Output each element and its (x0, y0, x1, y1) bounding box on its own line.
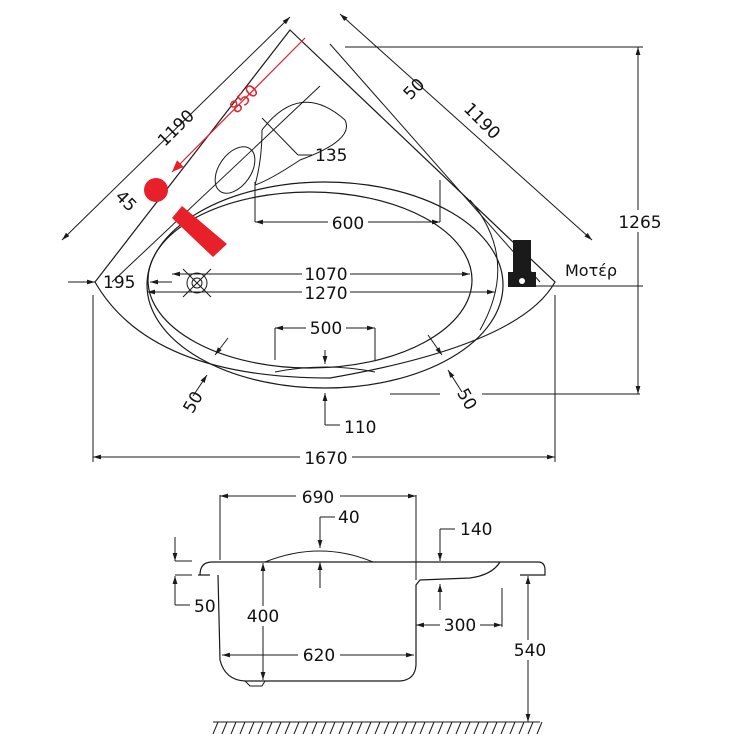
dim-seat-width: 500 (310, 319, 342, 339)
hatch-stroke (455, 721, 462, 735)
section-view: 690 40 140 50 400 620 300 540 (172, 486, 550, 735)
faucet-icon (172, 206, 227, 257)
hatch-stroke (293, 721, 300, 735)
hatch-stroke (419, 721, 426, 735)
hatch-stroke (311, 721, 318, 735)
armrest-hump (264, 550, 374, 563)
inner-bowl (147, 191, 473, 369)
headrest (254, 101, 347, 186)
hatch-stroke (482, 721, 489, 735)
dim-armrest-rise: 40 (338, 508, 360, 528)
hatch-stroke (437, 721, 444, 735)
seat-line (274, 366, 376, 373)
hatch-stroke (248, 721, 255, 735)
section-outline (198, 561, 546, 682)
hatch-stroke (275, 721, 282, 735)
motor-label: Μοτέρ (565, 261, 617, 280)
hatch-stroke (338, 721, 345, 735)
hatch-stroke (383, 721, 390, 735)
dim-rim-thickness: 50 (194, 597, 216, 617)
hatch-stroke (365, 721, 372, 735)
dim-rim-left: 50 (180, 388, 208, 417)
drain-icon (182, 268, 212, 298)
hatch-stroke (536, 721, 543, 735)
hatch-stroke (500, 721, 507, 735)
dim-headrest-depth: 135 (315, 146, 347, 166)
hatch-stroke (257, 721, 264, 735)
dim-inner-length: 1070 (304, 265, 347, 285)
dim-front-rim-depth: 110 (344, 418, 376, 438)
dim-side-right: 1190 (459, 99, 504, 144)
dim-rim-right: 50 (452, 385, 480, 414)
dim-overall-depth: 1265 (618, 213, 661, 233)
hatch-stroke (374, 721, 381, 735)
supply-point-icon (144, 178, 168, 202)
dim-rim-top: 50 (400, 75, 429, 104)
hatch-stroke (446, 721, 453, 735)
hatch-stroke (464, 721, 471, 735)
hatch-stroke (212, 721, 219, 735)
motor-icon (508, 240, 536, 287)
plan-view: 1190 850 45 1190 50 135 600 195 1070 127… (61, 13, 662, 469)
hatch-stroke (347, 721, 354, 735)
hatch-stroke (230, 721, 237, 735)
hatch-stroke (401, 721, 408, 735)
dim-inner-top-width: 600 (332, 214, 364, 234)
side-curve (469, 199, 499, 331)
hatch-stroke (491, 721, 498, 735)
hatch-stroke (266, 721, 273, 735)
dim-step-width: 300 (444, 616, 476, 636)
hatch-stroke (410, 721, 417, 735)
dim-floor-height: 540 (514, 641, 546, 661)
tub-outline (94, 29, 556, 379)
hatch-stroke (509, 721, 516, 735)
dim-deck-height: 140 (460, 520, 492, 540)
dim-bottom-width: 620 (303, 646, 335, 666)
dim-drain-offset-side: 45 (111, 187, 140, 216)
outer-bowl (146, 181, 504, 389)
hatch-stroke (320, 721, 327, 735)
hatch-stroke (221, 721, 228, 735)
hatch-stroke (473, 721, 480, 735)
hatch-stroke (302, 721, 309, 735)
dim-outer-length: 1270 (304, 284, 347, 304)
hatch-stroke (356, 721, 363, 735)
dim-edge-to-drain: 195 (103, 273, 135, 293)
hatch-stroke (239, 721, 246, 735)
hatch-stroke (329, 721, 336, 735)
dim-inner-depth: 400 (247, 607, 279, 627)
hatch-stroke (284, 721, 291, 735)
hatch-stroke (518, 721, 525, 735)
dim-overall-width: 1670 (304, 449, 347, 469)
hatch-stroke (428, 721, 435, 735)
hatch-stroke (392, 721, 399, 735)
floor-hatch (212, 721, 543, 735)
hatch-stroke (527, 721, 534, 735)
dim-top-width: 690 (302, 488, 334, 508)
drain-foot (244, 680, 266, 687)
